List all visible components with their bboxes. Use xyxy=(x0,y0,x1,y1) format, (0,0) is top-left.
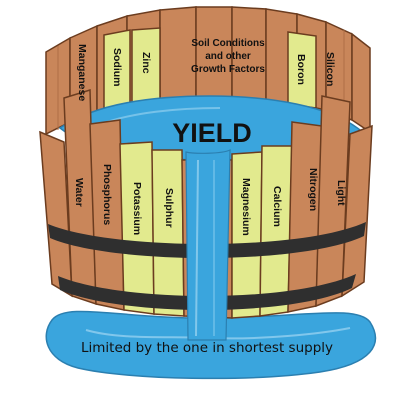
stave-label-phosphorus: Phosphorus xyxy=(101,164,113,225)
stave-label-silicon: Silicon xyxy=(324,52,336,86)
upper-hoop xyxy=(48,222,366,258)
yield-label: YIELD xyxy=(172,118,252,148)
stave-label-sodium: Sodium xyxy=(111,48,123,87)
stave-label-nitrogen: Nitrogen xyxy=(307,168,319,211)
stave-label-magnesium: Magnesium xyxy=(240,178,252,236)
stave-label-manganese: Manganese xyxy=(76,44,88,101)
caption: Limited by the one in shortest supply xyxy=(81,340,333,356)
stave-label-sulphur: Sulphur xyxy=(163,188,175,228)
lower-hoop xyxy=(58,274,356,310)
top-label-line-1: Soil Conditions xyxy=(191,38,265,49)
stave-label-water: Water xyxy=(73,178,85,207)
stave-label-boron: Boron xyxy=(295,54,307,85)
water-pool xyxy=(45,310,377,380)
stave-label-calcium: Calcium xyxy=(271,186,283,227)
stave-label-light: Light xyxy=(335,180,347,206)
top-label-line-2: and other xyxy=(205,51,251,62)
back-limiting-staves xyxy=(103,27,317,109)
stave-label-zinc: Zinc xyxy=(140,52,152,74)
top-label-line-3: Growth Factors xyxy=(191,64,265,75)
stave-label-potassium: Potassium xyxy=(131,182,143,235)
waterfall xyxy=(185,149,231,341)
